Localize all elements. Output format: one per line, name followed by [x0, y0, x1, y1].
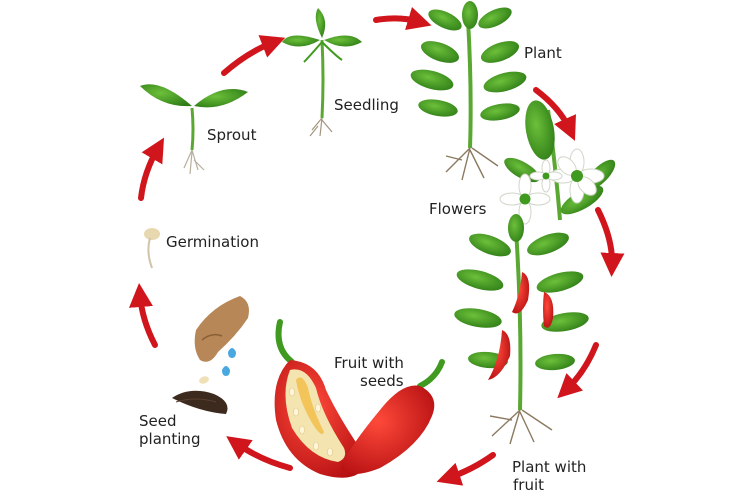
arrow-seedling-to-plant	[373, 7, 432, 31]
stage-label-line: seeds	[360, 372, 404, 390]
pepper-fruit	[512, 272, 530, 314]
seed-planting-illustration	[172, 296, 249, 414]
arrow-germination-to-sprout	[138, 137, 165, 201]
stage-label-line: Fruit with	[334, 354, 404, 372]
stage-label-line: Plant with	[512, 458, 587, 476]
stage-label-line: fruit	[513, 476, 545, 494]
stage-label-line: planting	[139, 430, 201, 448]
stage-label-sprout: Sprout	[207, 126, 257, 144]
stage-label-fruit-with-seeds: Fruit with seeds	[334, 354, 404, 390]
flower-blossom	[529, 159, 563, 193]
arrow-flowers-to-fruitplant	[595, 207, 625, 277]
flowers-illustration	[499, 100, 616, 225]
arrow-fruitplant-to-fruit	[436, 452, 496, 486]
arrow-sprout-to-seedling	[221, 35, 286, 76]
plant-with-fruit-illustration	[454, 214, 589, 445]
fruit-with-seeds-illustration	[274, 319, 445, 478]
arrow-fruitplant-to-end	[557, 342, 599, 399]
stage-label-seed-planting: Seed planting	[139, 412, 200, 448]
arrow-seedplanting-to-germination	[128, 283, 158, 348]
stage-label-seedling: Seedling	[334, 96, 399, 114]
seedling-illustration	[282, 8, 362, 137]
flower-blossom	[499, 173, 551, 225]
stage-label-flowers: Flowers	[429, 200, 487, 218]
pepper-fruit	[488, 330, 511, 380]
cycle-arrows	[128, 7, 625, 486]
stage-label-plant: Plant	[524, 44, 562, 62]
stage-label-plant-with-fruit: Plant with fruit	[512, 458, 586, 494]
arrow-fruit-to-seedplanting	[226, 436, 293, 471]
germination-illustration	[144, 228, 160, 269]
arrow-plant-to-flowers	[533, 87, 576, 141]
stage-label-germination: Germination	[166, 233, 259, 251]
stage-label-line: Seed	[139, 412, 177, 430]
pepper-fruit	[543, 292, 554, 328]
plant-illustration	[410, 1, 527, 181]
sprout-illustration	[140, 84, 248, 175]
